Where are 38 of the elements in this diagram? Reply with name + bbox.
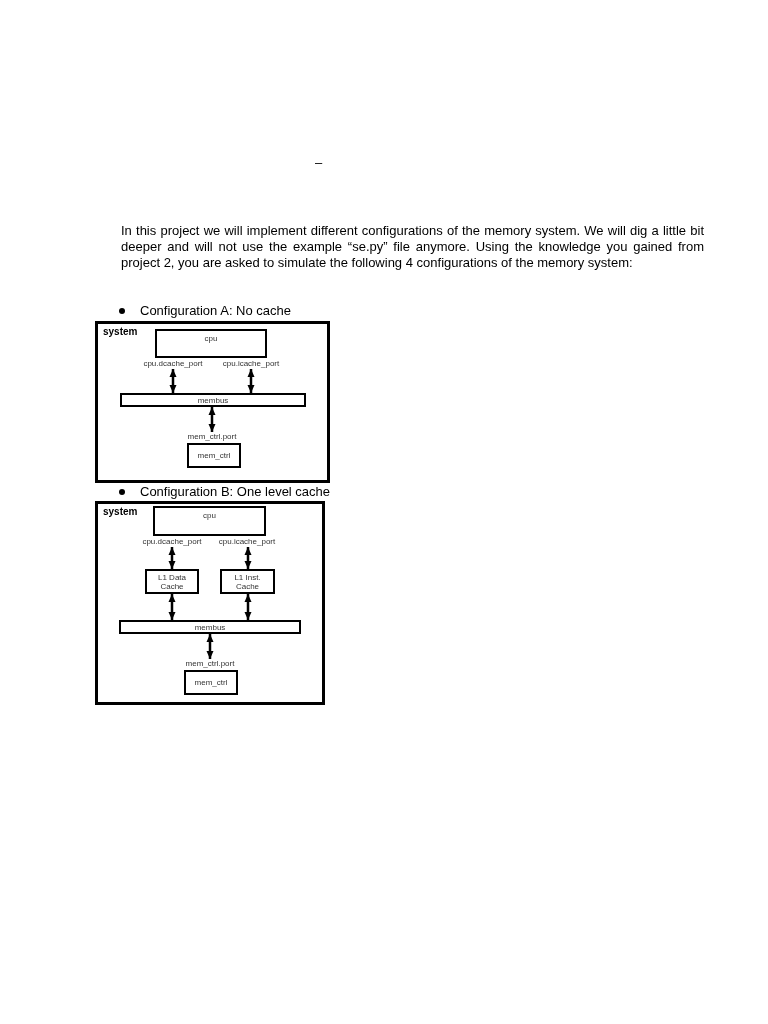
box-label: L1 Data Cache xyxy=(157,572,187,591)
double-arrow xyxy=(244,547,252,569)
component-box xyxy=(145,569,199,594)
box-label: L1 Inst. Cache xyxy=(233,572,262,591)
double-arrow xyxy=(247,369,255,393)
box-label: mem_ctrl xyxy=(197,451,231,460)
bus-label: membus xyxy=(194,622,226,632)
box-label: cpu xyxy=(203,511,216,520)
bus-bar xyxy=(119,620,301,634)
bus-bar xyxy=(120,393,306,407)
bus-label: membus xyxy=(197,395,229,405)
component-box xyxy=(184,670,238,695)
system-frame xyxy=(95,501,325,705)
component-box xyxy=(187,443,241,468)
component-box xyxy=(155,329,267,358)
double-arrow xyxy=(169,369,177,393)
port-label: cpu.dcache_port xyxy=(142,537,202,547)
double-arrow xyxy=(168,547,176,569)
component-box xyxy=(153,506,266,536)
double-arrow xyxy=(168,594,176,620)
system-frame xyxy=(95,321,330,483)
title-dash: – xyxy=(315,155,323,171)
port-label: mem_ctrl.port xyxy=(187,432,237,442)
list-item-text: Configuration B: One level cache xyxy=(140,484,331,500)
list-item-text: Configuration A: No cache xyxy=(140,303,292,319)
double-arrow xyxy=(206,634,214,659)
box-label: cpu xyxy=(204,334,218,343)
port-label: mem_ctrl.port xyxy=(185,659,235,669)
frame-title: system xyxy=(103,326,138,338)
port-label: cpu.icache_port xyxy=(218,537,276,547)
paragraph: In this project we will implement different configurations of the memory system. We will dig a little bit deeper and will not use the example “se.py” file anymore. Using the knowledge you gained from project 2, you are asked to simulate the following 4 configurations of the memory system: xyxy=(121,223,704,271)
double-arrow xyxy=(244,594,252,620)
frame-title: system xyxy=(103,506,138,518)
box-label: mem_ctrl xyxy=(194,678,228,687)
port-label: cpu.dcache_port xyxy=(143,359,203,369)
port-label: cpu.icache_port xyxy=(222,359,280,369)
component-box xyxy=(220,569,275,594)
double-arrow xyxy=(208,407,216,432)
